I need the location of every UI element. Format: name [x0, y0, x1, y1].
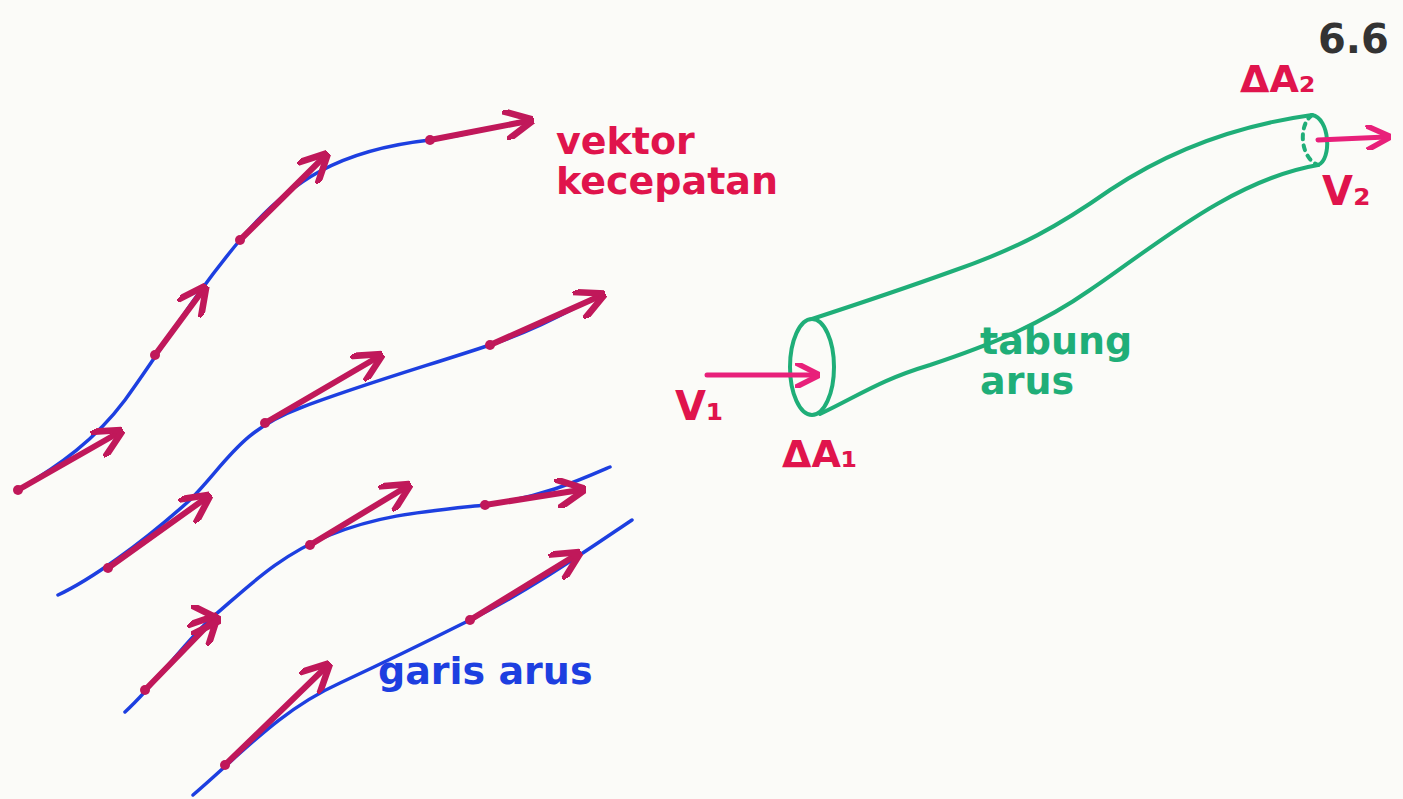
figure-number: 6.6 — [1318, 18, 1398, 60]
area-label: ΔA₂ — [1240, 60, 1350, 100]
velocity-label: V₁ — [675, 385, 755, 427]
velocity-label: V₂ — [1322, 170, 1397, 212]
area-label: ΔA₁ — [782, 435, 892, 475]
vector-label: vektor kecepatan — [556, 122, 826, 202]
streamlines — [18, 120, 632, 795]
tube-label: tabung arus — [980, 322, 1150, 402]
stream-tube — [790, 115, 1327, 415]
streamline-label: garis arus — [378, 652, 658, 692]
